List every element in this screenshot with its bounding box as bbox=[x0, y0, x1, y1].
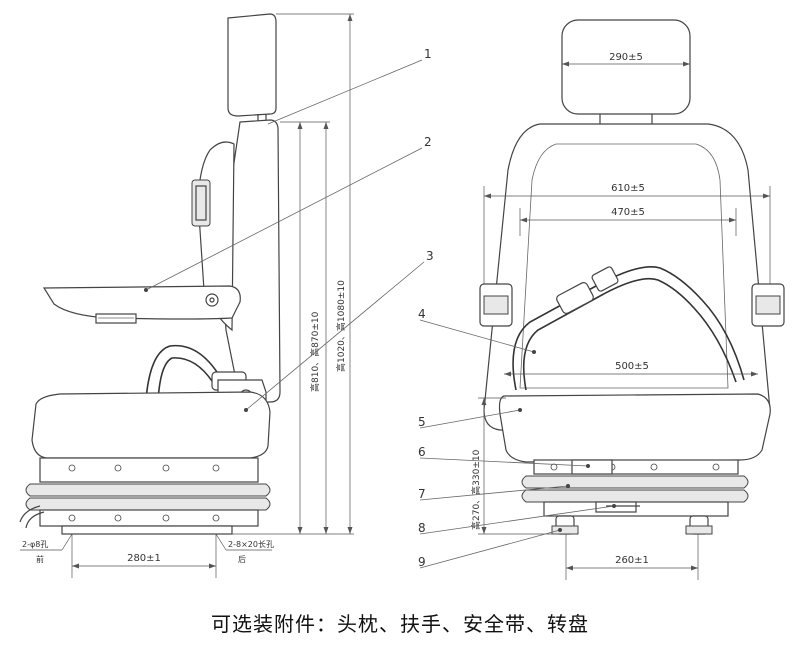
svg-text:后: 后 bbox=[238, 554, 246, 564]
dim-500: 500±5 bbox=[615, 361, 649, 372]
part-number-8: 8 bbox=[418, 521, 426, 535]
part-number-1: 1 bbox=[424, 47, 432, 61]
side-armrest bbox=[42, 285, 241, 320]
part-number-7: 7 bbox=[418, 487, 426, 501]
dim-280: 280±1 bbox=[127, 553, 161, 564]
front-headrest bbox=[561, 19, 691, 115]
side-seat-cushion bbox=[31, 391, 271, 459]
hole-front-label: 2-φ8孔 bbox=[22, 540, 48, 549]
front-seat-belt bbox=[512, 266, 745, 391]
front-armrests bbox=[479, 283, 785, 327]
figure-caption: 可选装附件：头枕、扶手、安全带、转盘 bbox=[211, 612, 589, 636]
part-number-9: 9 bbox=[418, 555, 426, 569]
part-number-5: 5 bbox=[418, 415, 426, 429]
side-headrest bbox=[227, 13, 277, 117]
seat-technical-drawing: 280±1 2-φ8孔 前 2-8×20长孔 后 高810、高870±10 高1… bbox=[19, 13, 785, 580]
side-view: 280±1 2-φ8孔 前 2-8×20长孔 后 高810、高870±10 高1… bbox=[19, 13, 434, 578]
front-seat-cushion bbox=[498, 393, 771, 463]
dim-height-330: 高270、高330±10 bbox=[470, 449, 482, 530]
svg-text:前: 前 bbox=[36, 554, 44, 564]
part-number-4: 4 bbox=[418, 307, 426, 321]
front-backrest bbox=[483, 123, 771, 431]
side-base-bolts bbox=[68, 464, 220, 472]
dim-290: 290±5 bbox=[609, 52, 643, 63]
part-number-6: 6 bbox=[418, 445, 426, 459]
front-view: 290±5 610±5 470±5 500±5 260±1 高270、高330±… bbox=[418, 19, 785, 580]
part-number-3: 3 bbox=[426, 249, 434, 263]
dim-height-1020: 高1020、高1080±10 bbox=[335, 280, 347, 372]
hole-rear-label: 2-8×20长孔 bbox=[228, 539, 274, 549]
dim-470: 470±5 bbox=[611, 207, 645, 218]
dim-260: 260±1 bbox=[615, 555, 649, 566]
dim-610: 610±5 bbox=[611, 183, 645, 194]
part-number-2: 2 bbox=[424, 135, 432, 149]
dim-height-810: 高810、高870±10 bbox=[309, 311, 321, 392]
